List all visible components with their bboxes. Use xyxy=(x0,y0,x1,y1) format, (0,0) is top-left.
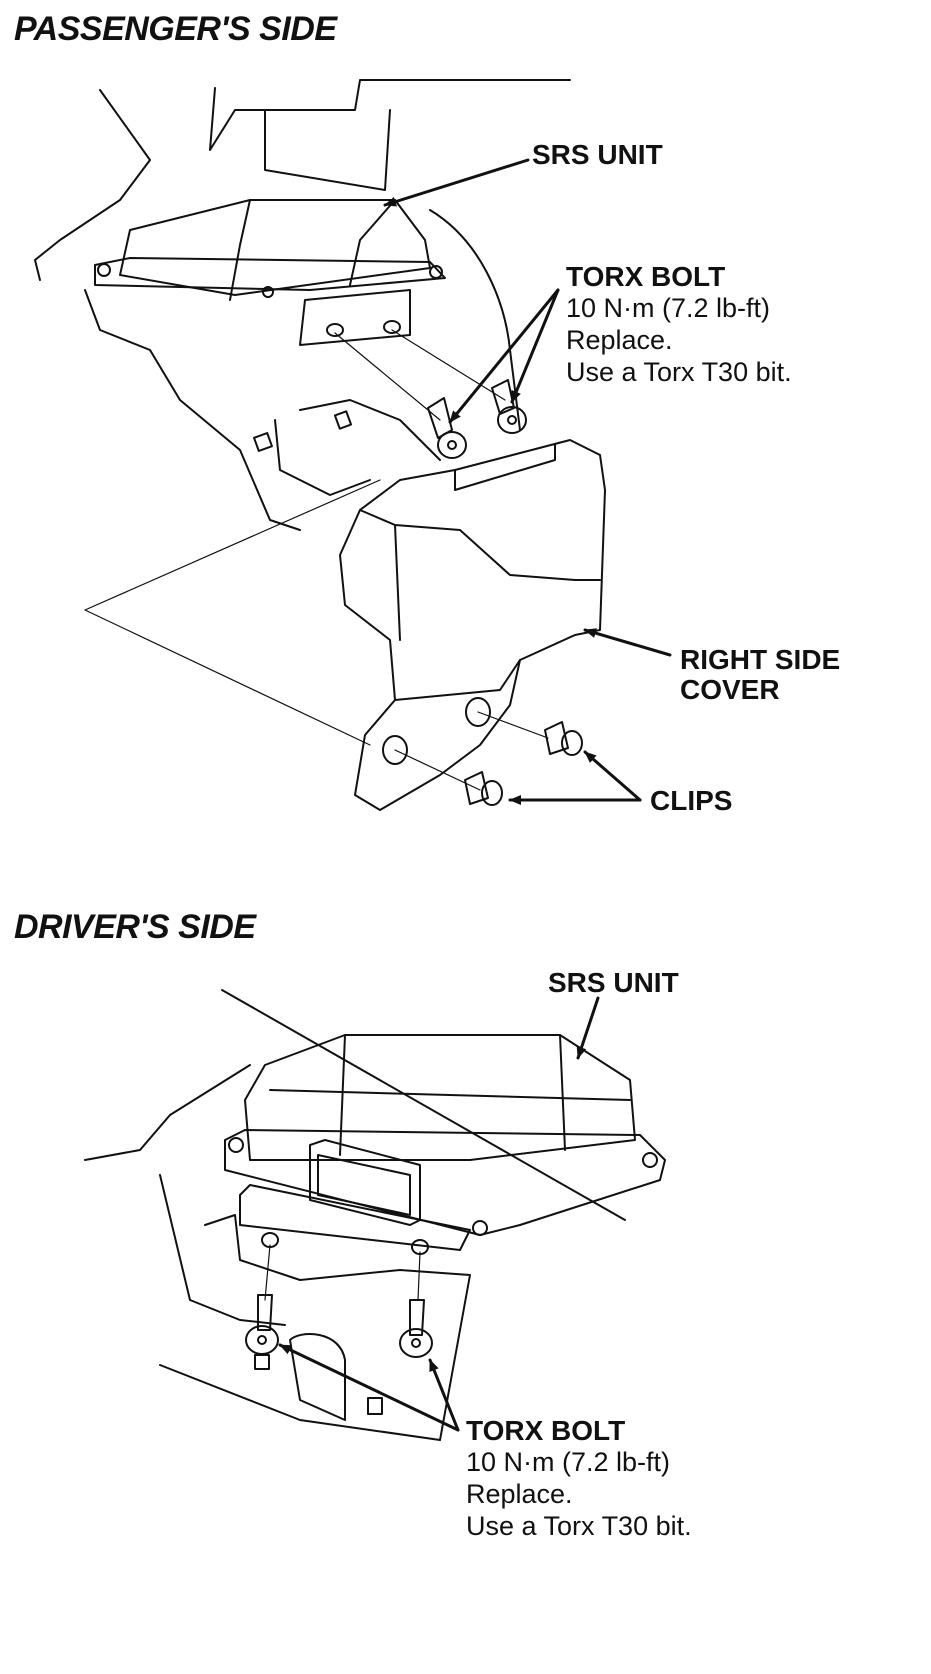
cover-ridge xyxy=(360,445,600,640)
torx-bolt-note-bit: Use a Torx T30 bit. xyxy=(566,357,792,387)
cover-flange xyxy=(355,660,520,810)
srs-unit-arrow xyxy=(385,160,528,205)
torx-bolt-2 xyxy=(492,380,526,433)
torx-bolt-title: TORX BOLT xyxy=(566,261,726,292)
guide-line-2 xyxy=(85,610,370,745)
srs-bracket xyxy=(240,1185,470,1250)
passenger-side-heading: PASSENGER'S SIDE xyxy=(14,10,337,48)
srs-mount-ear-3 xyxy=(263,287,273,297)
srs-mount-ear-3 xyxy=(473,1221,487,1235)
torx-bolt-arrow-2 xyxy=(430,1360,458,1430)
torx-bolt-arrow xyxy=(280,1345,458,1430)
torx-bolt-torque: 10 N·m (7.2 lb-ft) xyxy=(466,1447,671,1477)
right-side-cover-arrow xyxy=(585,628,670,655)
body-panel-recess xyxy=(290,1334,345,1420)
torx-bolt-note-replace: Replace. xyxy=(566,325,673,355)
bolt-axis-line-2 xyxy=(418,1252,420,1300)
srs-connector xyxy=(310,1140,420,1225)
driver-srs-unit-label: SRS UNIT xyxy=(548,967,679,998)
torx-bolt-arrow-2 xyxy=(512,290,558,402)
srs-mount-ear xyxy=(98,264,110,276)
srs-unit-top xyxy=(120,200,430,295)
driver-side-heading: DRIVER'S SIDE xyxy=(14,908,256,946)
srs-unit-seams xyxy=(270,1035,630,1155)
srs-mount-ear-2 xyxy=(430,266,442,278)
right-side-cover-label-line1: RIGHT SIDE xyxy=(680,644,841,675)
torx-bolt xyxy=(246,1295,278,1354)
dash-panel-inner xyxy=(265,110,390,190)
body-outline-lower xyxy=(160,1175,285,1325)
torx-bolt-torque: 10 N·m (7.2 lb-ft) xyxy=(566,293,771,323)
bracket-hole-2 xyxy=(384,321,400,333)
clip-axis-line xyxy=(395,750,480,790)
torx-bolt-2 xyxy=(400,1300,432,1357)
dash-outline-left xyxy=(35,90,150,280)
srs-connector-inner xyxy=(318,1155,410,1215)
srs-mount-ear xyxy=(229,1138,243,1152)
dash-outline-top xyxy=(210,80,570,150)
srs-unit-arrow xyxy=(578,998,598,1058)
body-outline-bottom xyxy=(160,1365,440,1440)
dash-lower-right xyxy=(300,400,440,460)
bracket-hole xyxy=(327,324,343,336)
torx-bolt-title: TORX BOLT xyxy=(466,1415,626,1446)
dash-lower-mid xyxy=(275,420,370,495)
bolt-axis-line xyxy=(335,333,440,420)
clip-axis-line-2 xyxy=(478,712,548,738)
body-outline-left xyxy=(85,1065,250,1160)
dash-lower-left xyxy=(85,290,300,530)
driver-drawing xyxy=(85,990,665,1440)
clip-2 xyxy=(545,722,582,755)
bolt-axis-line-2 xyxy=(392,330,505,400)
torx-bolt xyxy=(428,398,466,458)
guide-line xyxy=(85,480,380,610)
body-hole-2 xyxy=(335,411,351,428)
srs-unit-body xyxy=(245,1035,635,1160)
bolt-axis-line xyxy=(265,1245,270,1300)
clip-hole-2 xyxy=(466,698,490,726)
passenger-torx-bolt-callout: TORX BOLT 10 N·m (7.2 lb-ft) Replace. Us… xyxy=(566,262,792,388)
right-side-cover-label-line2: COVER xyxy=(680,674,780,705)
reference-line xyxy=(222,990,625,1220)
clip xyxy=(465,772,502,805)
body-hole xyxy=(255,1355,269,1369)
passenger-drawing xyxy=(35,80,670,810)
clips-arrow-2 xyxy=(585,752,640,800)
torx-bolt-note-bit: Use a Torx T30 bit. xyxy=(466,1511,692,1541)
body-hole xyxy=(254,433,272,451)
clip-hole xyxy=(383,736,407,764)
torx-bolt-note-replace: Replace. xyxy=(466,1479,573,1509)
right-side-cover xyxy=(340,440,605,700)
body-panel xyxy=(205,1215,470,1440)
dash-right-curve xyxy=(430,210,520,430)
srs-unit-base xyxy=(225,1130,665,1235)
torx-bolt-arrow xyxy=(450,290,558,422)
srs-mount-ear-2 xyxy=(643,1153,657,1167)
driver-torx-bolt-callout: TORX BOLT 10 N·m (7.2 lb-ft) Replace. Us… xyxy=(466,1416,692,1542)
passenger-srs-unit-label: SRS UNIT xyxy=(532,139,663,170)
srs-unit-base xyxy=(95,258,445,290)
right-side-cover-callout: RIGHT SIDE COVER xyxy=(680,645,840,705)
srs-bracket xyxy=(300,290,410,345)
srs-unit-edge xyxy=(230,200,395,300)
body-hole-2 xyxy=(368,1398,382,1414)
clips-label: CLIPS xyxy=(650,785,733,816)
